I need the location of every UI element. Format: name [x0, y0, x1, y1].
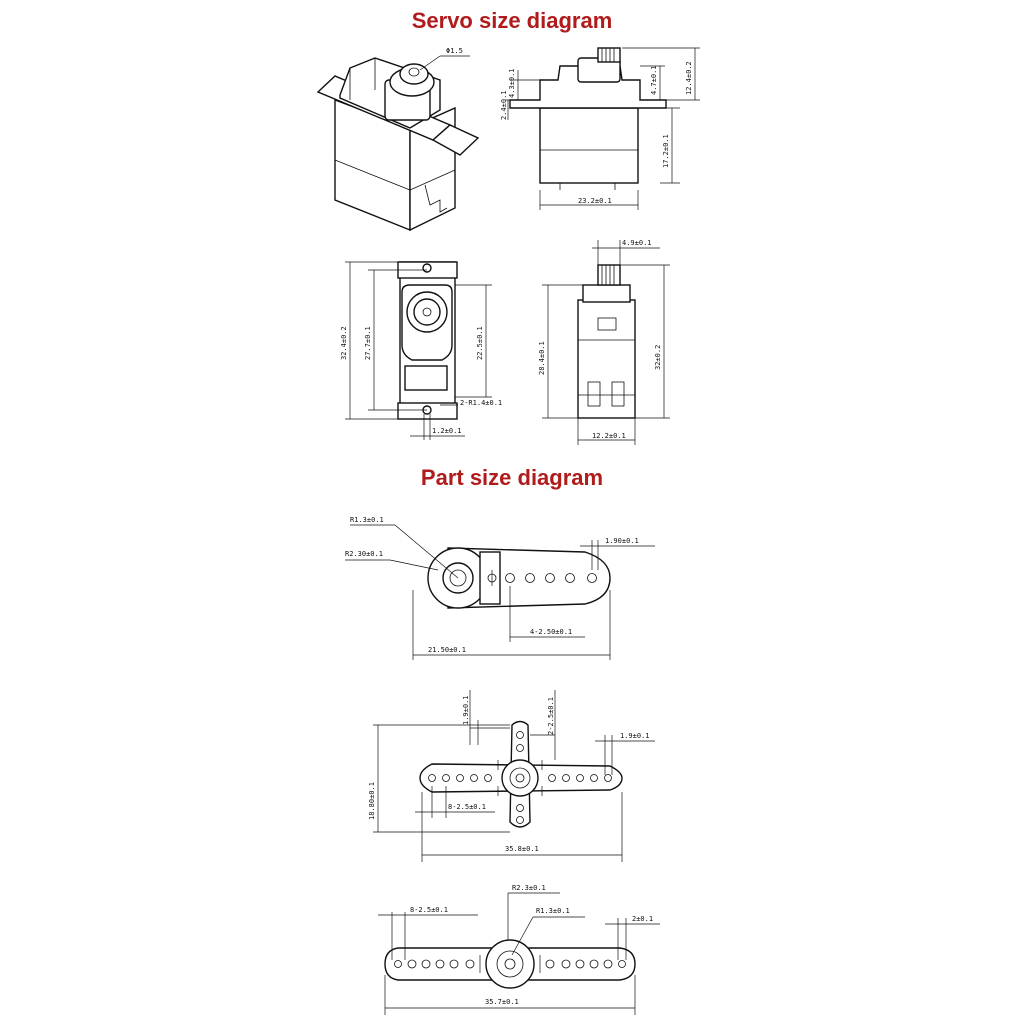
side-width-label: 23.2±0.1	[578, 197, 612, 205]
cross-holes-long-label: 8-2.5±0.1	[448, 803, 486, 811]
front-body-height-label: 22.5±0.1	[476, 326, 484, 360]
arm1-r-outer-label: R2.30±0.1	[345, 550, 383, 558]
arm2-r-inner-label: R1.3±0.1	[536, 907, 570, 915]
end-body-height-label: 28.4±0.1	[538, 341, 546, 375]
arm1-holes-label: 4-2.50±0.1	[530, 628, 572, 636]
end-width-label: 12.2±0.1	[592, 432, 626, 440]
part-double-arm: R2.3±0.1 8-2.5±0.1 R1.3±0.1 2±0.1 35.7±0…	[378, 884, 660, 1015]
servo-isometric-view: Φ1.5	[316, 47, 480, 232]
part-single-arm: R1.3±0.1 R2.30±0.1 1.90±0.1 4-2.50±0.1 2…	[345, 516, 655, 660]
cross-length-label: 35.8±0.1	[505, 845, 539, 853]
servo-side-view: 23.2±0.1 17.2±0.1 12.4±0.2 4.7±0.1 4.3±0…	[500, 47, 700, 210]
side-flange-height-label: 4.3±0.1	[508, 68, 516, 98]
cross-holes-short-label: 2-2.5±0.1	[547, 697, 555, 735]
front-hole-dia-label: 1.2±0.1	[432, 427, 462, 435]
arm2-length-label: 35.7±0.1	[485, 998, 519, 1006]
cross-tip-label: 1.9±0.1	[620, 732, 650, 740]
side-flange-thickness-label: 2.4±0.1	[500, 90, 508, 120]
arm2-r-outer-label: R2.3±0.1	[512, 884, 546, 892]
end-total-height-label: 32±0.2	[654, 345, 662, 370]
end-gear-offset-label: 4.9±0.1	[622, 239, 652, 247]
front-total-height-label: 32.4±0.2	[340, 326, 348, 360]
iso-shaft-label: Φ1.5	[446, 47, 463, 55]
servo-front-view: 32.4±0.2 27.7±0.1 22.5±0.1 2-R1.4±0.1 1.…	[340, 261, 502, 440]
cross-arm-width-label: 1.9±0.1	[462, 695, 470, 725]
arm2-holes-label: 8-2.5±0.1	[410, 906, 448, 914]
front-hole-spacing-label: 27.7±0.1	[364, 326, 372, 360]
arm1-length-label: 21.50±0.1	[428, 646, 466, 654]
arm1-tip-label: 1.90±0.1	[605, 537, 639, 545]
end-gear-icon	[597, 264, 621, 286]
servo-size-title: Servo size diagram	[411, 8, 613, 33]
part-size-title: Part size diagram	[420, 465, 604, 490]
front-gear-icon	[413, 298, 441, 326]
arm1-r-inner-label: R1.3±0.1	[350, 516, 384, 524]
side-body-height-label: 17.2±0.1	[662, 134, 670, 168]
side-top-total-label: 12.4±0.2	[685, 61, 693, 95]
front-slot-label: 2-R1.4±0.1	[460, 399, 502, 407]
cross-height-label: 18.80±0.1	[368, 782, 376, 820]
servo-end-view: 4.9±0.1 28.4±0.1 32±0.2 12.2±0.1	[538, 239, 670, 445]
part-cross-arm: 1.9±0.1 2-2.5±0.1 1.9±0.1 18.80±0.1 8-2.…	[368, 690, 655, 862]
arm2-tip-label: 2±0.1	[632, 915, 653, 923]
side-gear-height-label: 4.7±0.1	[650, 65, 658, 95]
side-gear-icon	[597, 47, 621, 63]
